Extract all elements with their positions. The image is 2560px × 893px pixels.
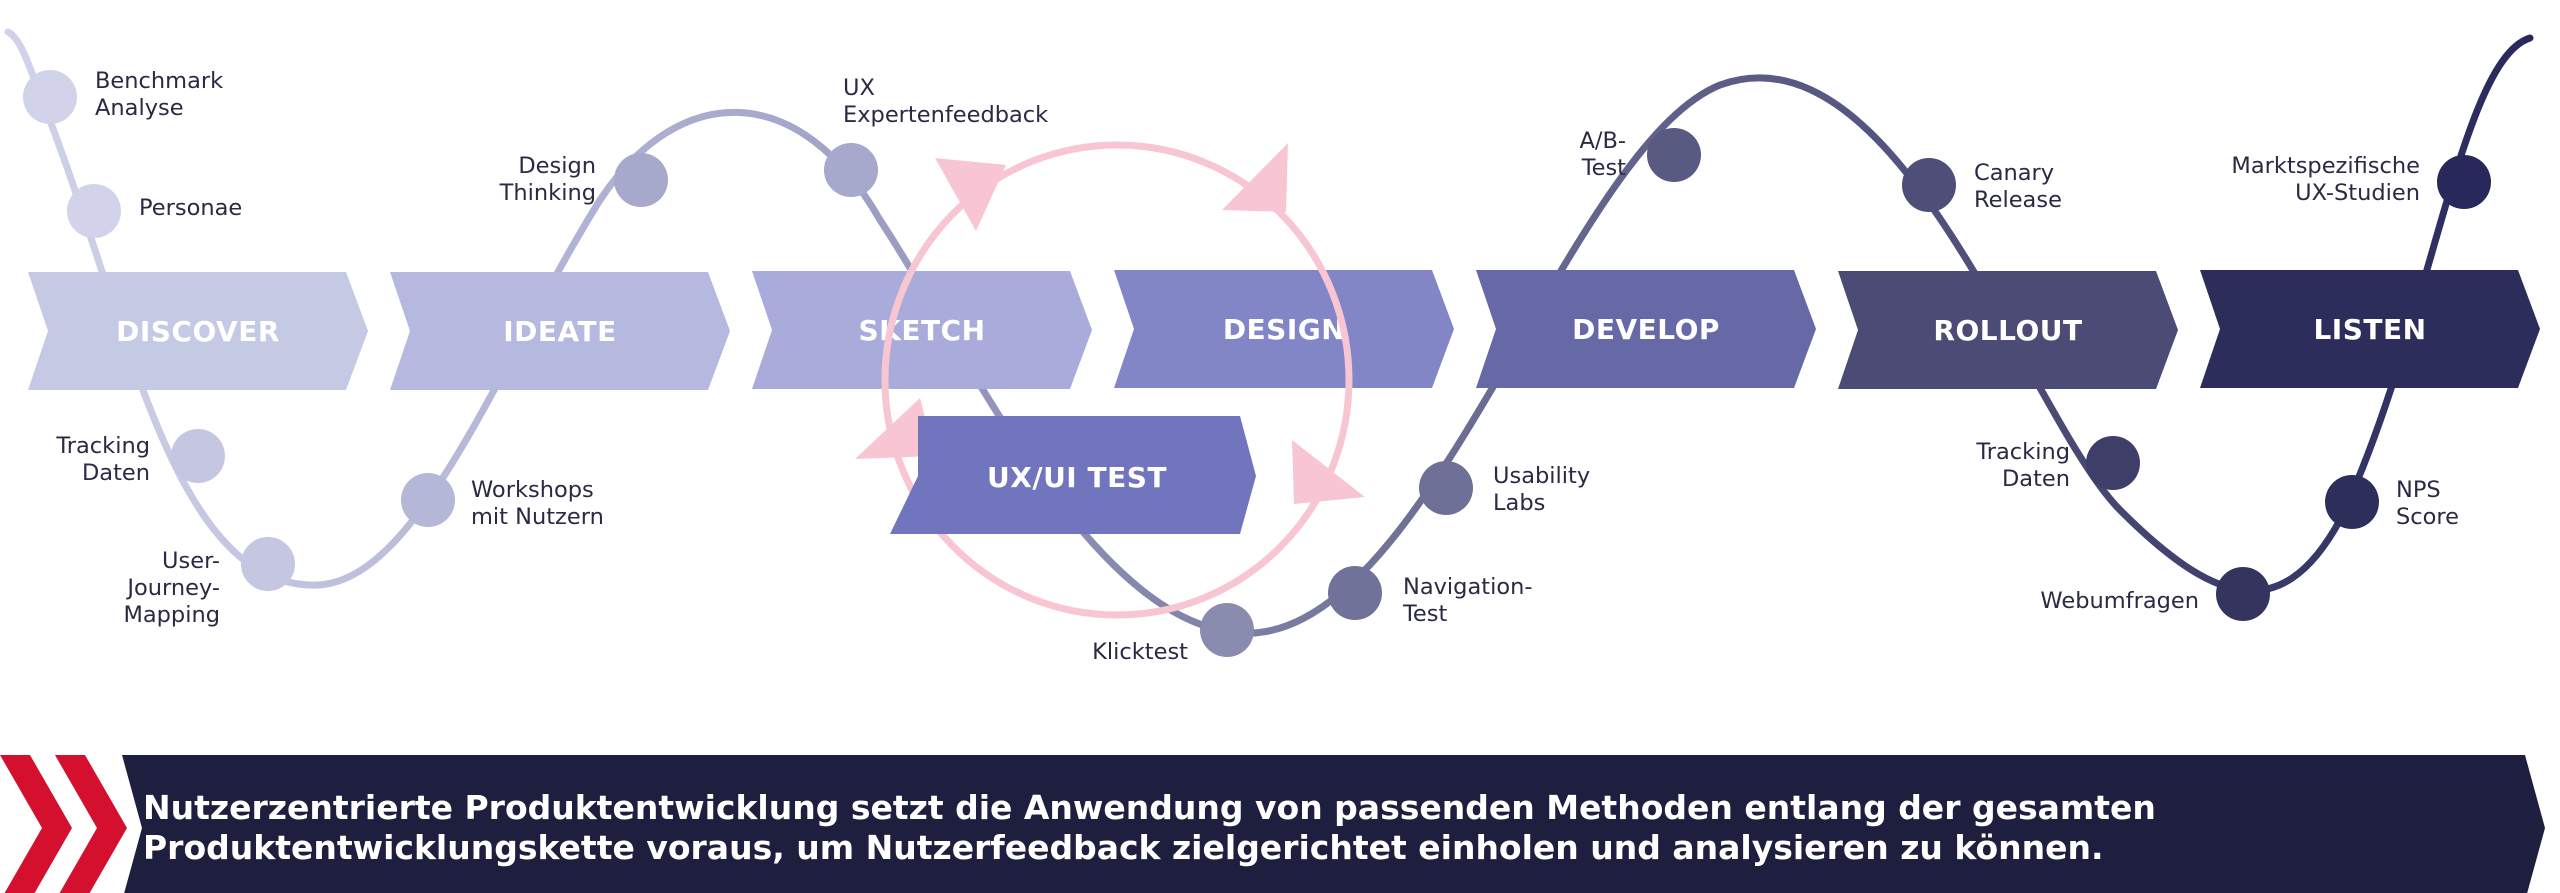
phase-listen-chevron[interactable] bbox=[2200, 270, 2540, 388]
method-label: Journey- bbox=[125, 575, 220, 601]
method-dot[interactable] bbox=[67, 184, 121, 238]
method-label: Test bbox=[1402, 601, 1447, 627]
phase-discover-label: DISCOVER bbox=[116, 315, 280, 348]
method-label: Marktspezifische bbox=[2231, 153, 2420, 179]
method-label: Thinking bbox=[499, 180, 596, 206]
method-label: Analyse bbox=[95, 95, 184, 121]
method-label: Benchmark bbox=[95, 68, 223, 94]
cycle-arrow-top-left bbox=[935, 158, 1006, 231]
method-dot[interactable] bbox=[1419, 461, 1473, 515]
method-dot[interactable] bbox=[1328, 566, 1382, 620]
method-label: Tracking bbox=[1975, 439, 2070, 465]
method-dot[interactable] bbox=[2216, 567, 2270, 621]
phase-sketch-chevron[interactable] bbox=[752, 271, 1092, 389]
method-label: Test bbox=[1581, 155, 1626, 181]
phase-design-label: DESIGN bbox=[1223, 313, 1345, 346]
method-list: BenchmarkAnalysePersonaeTrackingDatenUse… bbox=[23, 68, 2491, 665]
method-dot[interactable] bbox=[1902, 158, 1956, 212]
method-user-journey-mapping[interactable]: User-Journey-Mapping bbox=[123, 537, 295, 628]
method-dot[interactable] bbox=[401, 473, 455, 527]
phase-rollout-label: ROLLOUT bbox=[1933, 314, 2082, 347]
method-label: Webumfragen bbox=[2040, 588, 2199, 614]
banner-background bbox=[122, 755, 2545, 893]
phase-rollout-chevron[interactable] bbox=[1838, 271, 2178, 389]
method-personae[interactable]: Personae bbox=[67, 184, 242, 238]
ux-ui-test-label: UX/UI TEST bbox=[987, 461, 1167, 494]
method-dot[interactable] bbox=[824, 143, 878, 197]
cycle-arrow-bottom-right bbox=[1292, 440, 1365, 504]
ux-ui-test-chevron[interactable] bbox=[890, 416, 1256, 534]
method-navigation-test[interactable]: Navigation-Test bbox=[1328, 566, 1532, 627]
phase-sketch-label: SKETCH bbox=[858, 314, 985, 347]
method-label: Daten bbox=[2002, 466, 2070, 492]
phase-ideate-chevron[interactable] bbox=[390, 272, 730, 390]
method-label: UX bbox=[843, 75, 875, 101]
method-dot[interactable] bbox=[2086, 436, 2140, 490]
method-dot[interactable] bbox=[614, 153, 668, 207]
method-label: Canary bbox=[1974, 160, 2054, 186]
method-label: Klicktest bbox=[1092, 639, 1188, 665]
method-label: Score bbox=[2396, 504, 2459, 530]
phase-listen-label: LISTEN bbox=[2313, 313, 2426, 346]
test-cycle: UX/UI TEST bbox=[855, 141, 1365, 619]
method-label: Workshops bbox=[471, 477, 594, 503]
banner-text-line-2: Produktentwicklungskette voraus, um Nutz… bbox=[143, 828, 2104, 867]
banner-text-line-1: Nutzerzentrierte Produktentwicklung setz… bbox=[143, 788, 2156, 827]
phase-develop-label: DEVELOP bbox=[1572, 313, 1720, 346]
test-cycle-ring bbox=[881, 141, 1353, 619]
method-webumfragen[interactable]: Webumfragen bbox=[2040, 567, 2270, 621]
method-dot[interactable] bbox=[23, 70, 77, 124]
method-label: A/B- bbox=[1579, 128, 1626, 154]
phase-ideate-label: IDEATE bbox=[503, 315, 617, 348]
cycle-arrow-bottom-left bbox=[855, 398, 935, 459]
method-dot[interactable] bbox=[1200, 603, 1254, 657]
method-label: Expertenfeedback bbox=[843, 102, 1048, 128]
method-label: Labs bbox=[1493, 490, 1545, 516]
method-label: NPS bbox=[2396, 477, 2441, 503]
phase-chevron-row: DISCOVER IDEATE SKETCH DESIGN DEVELOP ROLLOUT… bbox=[28, 270, 2540, 390]
chevron-icon-right bbox=[55, 755, 127, 893]
method-label: mit Nutzern bbox=[471, 504, 604, 530]
method-label: Usability bbox=[1493, 463, 1590, 489]
method-label: User- bbox=[162, 548, 220, 574]
method-label: Navigation- bbox=[1403, 574, 1532, 600]
method-label: UX-Studien bbox=[2295, 180, 2420, 206]
method-dot[interactable] bbox=[1647, 128, 1701, 182]
method-label: Tracking bbox=[55, 433, 150, 459]
method-a-b-test[interactable]: A/B-Test bbox=[1579, 128, 1701, 182]
method-label: Mapping bbox=[123, 602, 220, 628]
method-label: Daten bbox=[82, 460, 150, 486]
method-dot[interactable] bbox=[2437, 155, 2491, 209]
phase-discover-chevron[interactable] bbox=[28, 272, 368, 390]
phase-develop-chevron[interactable] bbox=[1476, 270, 1816, 388]
method-klicktest[interactable]: Klicktest bbox=[1092, 603, 1254, 665]
method-label: Design bbox=[518, 153, 596, 179]
method-dot[interactable] bbox=[2325, 475, 2379, 529]
method-label: Release bbox=[1974, 187, 2062, 213]
phase-design-chevron[interactable] bbox=[1114, 270, 1454, 388]
method-dot[interactable] bbox=[241, 537, 295, 591]
method-dot[interactable] bbox=[171, 429, 225, 483]
summary-banner: Nutzerzentrierte Produktentwicklung setz… bbox=[0, 755, 2545, 893]
chevron-icon-left bbox=[0, 755, 72, 893]
cycle-arrow-top-right bbox=[1222, 143, 1288, 212]
method-label: Personae bbox=[139, 195, 242, 221]
